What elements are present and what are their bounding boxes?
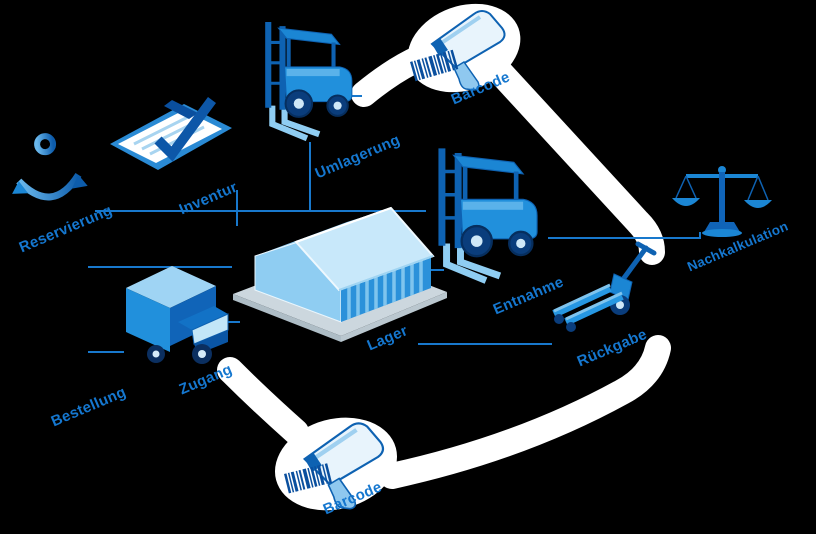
pallet-jack-icon [552,241,657,332]
balance-scale-icon [672,166,772,237]
connector-lines [88,95,701,353]
connector-entnahme-nachkalkulation [548,232,701,239]
warehouse-icon [233,206,447,342]
flow-band-bottom [217,335,671,511]
anchor-icon [12,133,88,201]
truck-icon [126,266,229,364]
clipboard-check-icon [110,97,232,170]
forklift-icon [268,22,352,138]
forklift-icon [442,148,537,280]
